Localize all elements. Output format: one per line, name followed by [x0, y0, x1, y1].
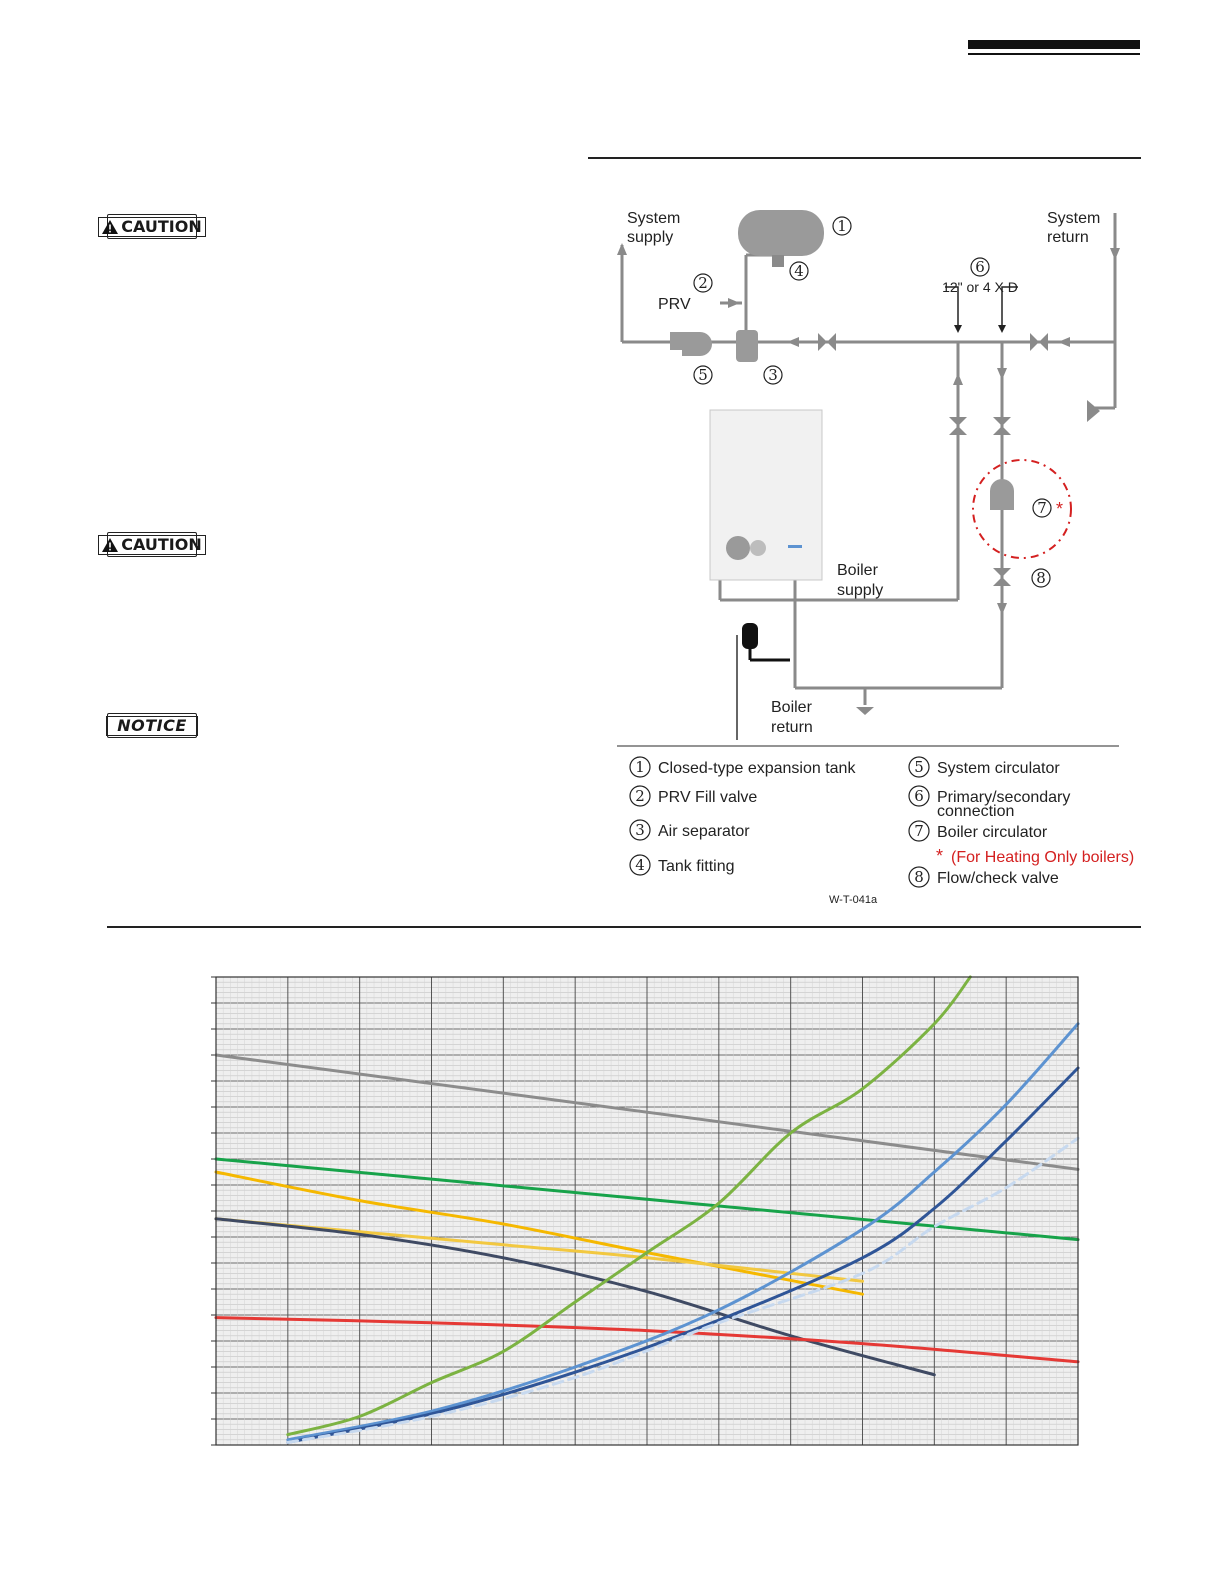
piping-diagram: 1 2 3 4 5 6 7 * 8 System supply System r…: [617, 210, 1134, 906]
chart-grid: [211, 976, 1079, 1446]
valves: [818, 333, 1100, 715]
marker-3: 3: [768, 366, 778, 384]
warning-triangle-icon: [102, 219, 119, 234]
legend-text: Boiler circulator: [937, 824, 1048, 841]
legend-number: 6: [914, 787, 924, 805]
marker-6: 6: [975, 258, 985, 276]
warning-triangle-icon: [102, 537, 119, 552]
dimension-lines: [945, 286, 1018, 330]
relief-valve: [736, 623, 790, 740]
label-system-supply: supply: [627, 229, 673, 246]
legend-number: 3: [635, 821, 645, 839]
series-line-8: [286, 1022, 1080, 1442]
diagram-markers: 1 2 3 4 5 6 7 * 8: [693, 216, 1063, 588]
legend-text: connection: [937, 803, 1014, 820]
chart-frame: [215, 976, 1079, 1446]
flow-arrows: [617, 243, 1120, 615]
label-prv: PRV: [658, 296, 691, 313]
caution-badge-label: CAUTION: [121, 535, 202, 554]
legend-item: 5 System circulator: [908, 756, 1060, 778]
label-system-return: return: [1047, 229, 1089, 246]
legend-item: 7 Boiler circulator: [908, 820, 1048, 842]
series-line-6: [214, 1316, 1080, 1364]
footnote-star: *: [936, 846, 943, 866]
marker-4: 4: [794, 262, 804, 280]
legend-text: Closed-type expansion tank: [658, 760, 856, 777]
legend-number: 5: [914, 758, 924, 776]
legend-number: 1: [635, 758, 645, 776]
system-circulator: [670, 332, 712, 356]
series-line-9: [286, 1066, 1080, 1444]
caution-badge-label: CAUTION: [121, 217, 202, 236]
legend-text: Primary/secondary: [937, 789, 1070, 806]
label-boiler-supply: Boiler: [837, 562, 879, 579]
figure-code: W-T-041a: [829, 894, 878, 906]
header-bar: [968, 40, 1140, 49]
legend-item: 8 Flow/check valve: [908, 866, 1059, 888]
legend-text: PRV Fill valve: [658, 789, 757, 806]
performance-chart: [211, 975, 1080, 1446]
legend-number: 4: [635, 856, 645, 874]
legend-item: 3 Air separator: [629, 819, 750, 841]
footnote-text: (For Heating Only boilers): [951, 849, 1134, 866]
boiler-unit: [709, 409, 823, 581]
expansion-tank: [738, 210, 824, 267]
legend-number: 7: [914, 822, 924, 840]
legend-item: 4 Tank fitting: [629, 854, 734, 876]
marker-7: 7: [1037, 499, 1047, 517]
legend-text: Flow/check valve: [937, 870, 1059, 887]
legend-item: 6 Primary/secondary connection: [908, 785, 1070, 820]
label-boiler-supply: supply: [837, 582, 883, 599]
legend-number: 2: [635, 787, 645, 805]
legend-text: Tank fitting: [658, 858, 734, 875]
notice-badge: NOTICE: [106, 713, 198, 738]
series-line-3: [214, 1170, 864, 1296]
label-boiler-return: return: [771, 719, 813, 736]
chart-series: [214, 975, 1080, 1444]
marker-5: 5: [698, 366, 708, 384]
label-spacing: 12" or 4 X D: [942, 279, 1018, 295]
air-separator: [736, 330, 758, 362]
legend-text: System circulator: [937, 760, 1060, 777]
figure-top-rule: [588, 157, 1141, 159]
series-line-10: [286, 1136, 1080, 1444]
caution-badge: CAUTION: [98, 532, 206, 557]
marker-7-star: *: [1056, 499, 1063, 519]
legend-number: 8: [914, 868, 924, 886]
dimension-arrows: [954, 325, 1006, 333]
legend-text: Air separator: [658, 823, 750, 840]
label-boiler-return: Boiler: [771, 699, 813, 716]
label-system-return: System: [1047, 210, 1100, 227]
boiler-circulator: [972, 459, 1072, 559]
series-line-1: [214, 1053, 1080, 1171]
label-system-supply: System: [627, 210, 680, 227]
caution-badge: CAUTION: [98, 214, 206, 239]
legend: 1 Closed-type expansion tank 2 PRV Fill …: [629, 756, 1134, 906]
pipe-network: [620, 213, 1117, 705]
legend-item: 1 Closed-type expansion tank: [629, 756, 856, 778]
legend-item: 2 PRV Fill valve: [629, 785, 757, 807]
header-bar-rule: [968, 53, 1140, 55]
legend-footnote: * (For Heating Only boilers): [936, 846, 1134, 866]
series-line-2: [214, 1157, 1080, 1242]
section-rule: [107, 926, 1141, 928]
marker-2: 2: [698, 274, 708, 292]
notice-badge-label: NOTICE: [117, 716, 187, 735]
series-line-7: [286, 975, 972, 1437]
marker-1: 1: [837, 217, 847, 235]
marker-8: 8: [1036, 569, 1046, 587]
